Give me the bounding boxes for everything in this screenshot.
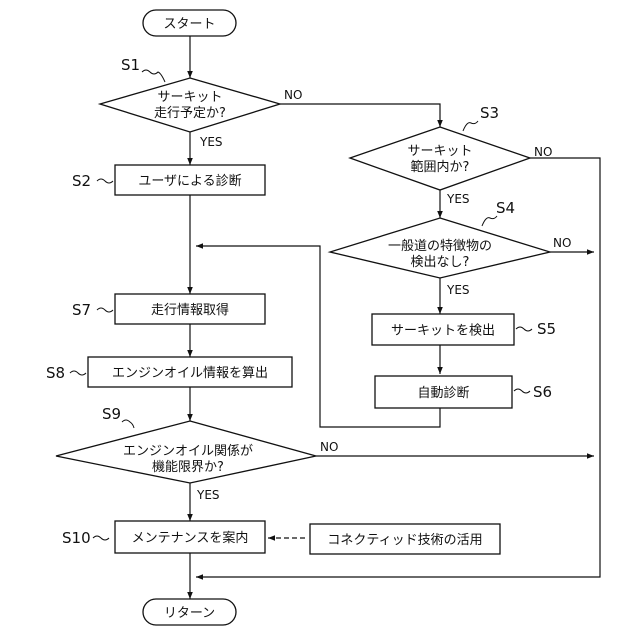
process-s7: 走行情報取得 xyxy=(115,294,265,324)
step-label-s6: S6 xyxy=(533,383,552,401)
s1-yes-label: YES xyxy=(199,135,223,149)
s4-no-label: NO xyxy=(553,236,571,250)
leader-s4 xyxy=(482,216,497,226)
start-label: スタート xyxy=(163,17,215,32)
end-label: リターン xyxy=(164,606,215,621)
step-label-s5: S5 xyxy=(537,320,556,338)
decision-s1: サーキット 走行予定か? xyxy=(100,78,280,132)
decision-s1-shape xyxy=(100,78,280,132)
leader-s3 xyxy=(463,121,478,131)
decision-s3: サーキット 範囲内か? xyxy=(350,127,530,190)
s3-yes-label: YES xyxy=(446,192,470,206)
decision-s4: 一般道の特徴物の 検出なし? xyxy=(330,218,550,278)
process-s10-text: メンテナンスを案内 xyxy=(132,530,249,546)
process-s8: エンジンオイル情報を算出 xyxy=(88,357,292,387)
leader-s10 xyxy=(93,536,109,540)
s3-no-label: NO xyxy=(534,145,552,159)
leader-s6 xyxy=(514,389,530,393)
decision-s9-line2: 機能限界か? xyxy=(152,460,224,475)
start-terminal: スタート xyxy=(143,10,236,36)
arrow-s1-no-to-s3 xyxy=(280,104,440,127)
leader-s5 xyxy=(516,327,532,331)
decision-s1-line1: サーキット xyxy=(157,90,222,105)
decision-s3-line1: サーキット xyxy=(407,144,472,159)
process-s5: サーキットを検出 xyxy=(372,314,514,345)
step-label-s10: S10 xyxy=(62,529,91,547)
step-label-s9: S9 xyxy=(102,405,121,423)
leader-s1 xyxy=(142,70,165,82)
step-label-s4: S4 xyxy=(496,199,515,217)
decision-s4-line2: 検出なし? xyxy=(411,255,470,270)
step-label-s2: S2 xyxy=(72,172,91,190)
connected-tech-box: コネクティッド技術の活用 xyxy=(310,524,500,554)
decision-s9: エンジンオイル関係が 機能限界か? xyxy=(56,421,316,483)
step-label-s7: S7 xyxy=(72,301,91,319)
leader-s7 xyxy=(97,308,113,312)
process-s7-text: 走行情報取得 xyxy=(151,302,229,318)
process-s2-text: ユーザによる診断 xyxy=(138,173,241,189)
step-label-s1: S1 xyxy=(121,56,140,74)
s4-yes-label: YES xyxy=(446,283,470,297)
process-s5-text: サーキットを検出 xyxy=(391,324,495,339)
decision-s4-line1: 一般道の特徴物の xyxy=(388,238,492,254)
process-s2: ユーザによる診断 xyxy=(115,165,265,195)
leader-s9 xyxy=(122,420,134,428)
s1-no-label: NO xyxy=(284,88,302,102)
decision-s1-line2: 走行予定か? xyxy=(154,106,226,121)
end-terminal: リターン xyxy=(143,599,236,625)
process-s6-text: 自動診断 xyxy=(417,385,469,401)
s9-no-label: NO xyxy=(320,440,338,454)
process-s10: メンテナンスを案内 xyxy=(115,521,265,553)
process-s6: 自動診断 xyxy=(375,376,512,408)
leader-s2 xyxy=(97,179,113,183)
step-label-s8: S8 xyxy=(46,364,65,382)
leader-s8 xyxy=(70,371,86,375)
step-label-s3: S3 xyxy=(480,104,499,122)
s9-yes-label: YES xyxy=(196,488,220,502)
decision-s3-line2: 範囲内か? xyxy=(411,159,470,175)
process-s8-text: エンジンオイル情報を算出 xyxy=(112,366,268,381)
connected-tech-text: コネクティッド技術の活用 xyxy=(327,533,482,548)
decision-s9-line1: エンジンオイル関係が xyxy=(123,444,253,459)
